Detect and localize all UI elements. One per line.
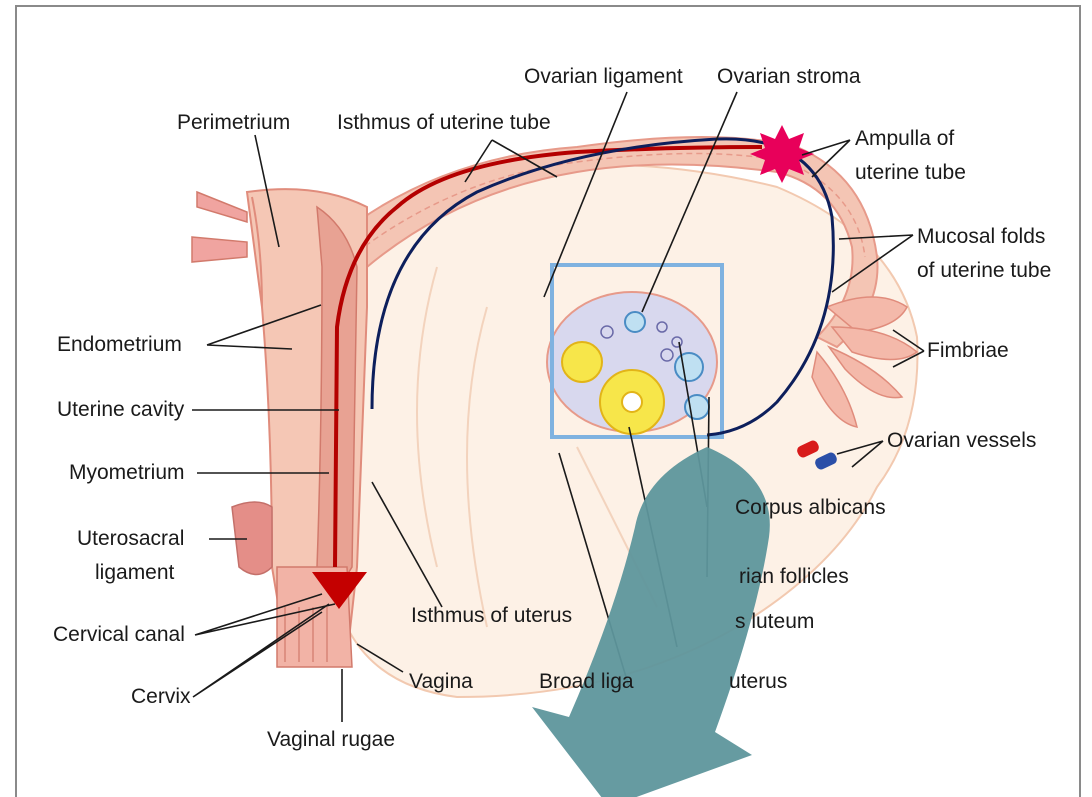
label-ampulla-line1: Ampulla of	[855, 127, 954, 150]
label-perimetrium: Perimetrium	[177, 111, 290, 134]
label-mucosal-folds-line1: Mucosal folds	[917, 225, 1045, 248]
label-broad-ligament-part1: Broad liga	[539, 670, 634, 693]
slide-frame: Perimetrium Isthmus of uterine tube Ovar…	[15, 5, 1081, 797]
broad-lig-pinch	[192, 192, 247, 262]
label-uterine-cavity: Uterine cavity	[57, 398, 185, 421]
label-ampulla-line2: uterine tube	[855, 161, 966, 184]
corpus-luteum-large	[600, 370, 664, 434]
label-corpus-luteum: s luteum	[735, 610, 814, 633]
label-ovarian-follicles: rian follicles	[739, 565, 849, 588]
label-ovarian-vessels: Ovarian vessels	[887, 429, 1036, 452]
label-cervical-canal: Cervical canal	[53, 623, 185, 646]
label-vagina: Vagina	[409, 670, 473, 693]
corpus-luteum-small	[562, 342, 602, 382]
label-mucosal-folds-line2: of uterine tube	[917, 259, 1051, 282]
label-cervix: Cervix	[131, 685, 191, 708]
label-myometrium: Myometrium	[69, 461, 185, 484]
label-isthmus-of-uterine-tube: Isthmus of uterine tube	[337, 111, 551, 134]
label-uterosacral-line2: ligament	[95, 561, 175, 584]
label-vaginal-rugae: Vaginal rugae	[267, 728, 395, 751]
label-fimbriae: Fimbriae	[927, 339, 1009, 362]
label-broad-ligament-part2: uterus	[729, 670, 787, 693]
label-isthmus-of-uterus: Isthmus of uterus	[411, 604, 572, 627]
female-reproductive-anatomy-diagram: Perimetrium Isthmus of uterine tube Ovar…	[17, 7, 1079, 797]
label-ovarian-ligament: Ovarian ligament	[524, 65, 683, 88]
label-uterosacral-line1: Uterosacral	[77, 527, 184, 550]
label-corpus-albicans: Corpus albicans	[735, 496, 886, 519]
label-endometrium: Endometrium	[57, 333, 182, 356]
label-ovarian-stroma: Ovarian stroma	[717, 65, 861, 88]
